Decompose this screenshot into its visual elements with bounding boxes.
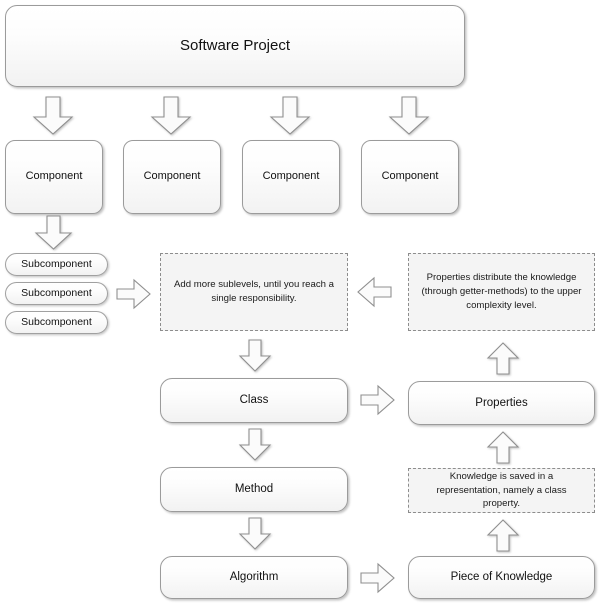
- properties-label: Properties: [475, 396, 528, 409]
- arrow-piece-to-note-knowledge: [486, 518, 520, 552]
- note-sublevels: Add more sublevels, until you reach a si…: [160, 253, 348, 331]
- arrow-properties-to-note: [486, 341, 520, 375]
- class-box[interactable]: Class: [160, 378, 348, 423]
- subcomponent-label-2: Subcomponent: [21, 286, 92, 299]
- software-project-box[interactable]: Software Project: [5, 5, 465, 87]
- piece-of-knowledge-label: Piece of Knowledge: [450, 571, 553, 584]
- subcomponent-pill-3[interactable]: Subcomponent: [5, 311, 108, 334]
- software-project-label: Software Project: [179, 36, 291, 54]
- note-sublevels-text: Add more sublevels, until you reach a si…: [174, 279, 334, 304]
- component-box-1[interactable]: Component: [5, 140, 103, 214]
- component-label-4: Component: [381, 170, 439, 183]
- arrow-method-to-algorithm: [238, 517, 272, 551]
- arrow-class-to-properties: [360, 384, 396, 416]
- class-label: Class: [239, 394, 269, 407]
- subcomponent-label-3: Subcomponent: [21, 315, 92, 328]
- component-box-4[interactable]: Component: [361, 140, 459, 214]
- algorithm-box[interactable]: Algorithm: [160, 556, 348, 599]
- method-box[interactable]: Method: [160, 467, 348, 512]
- properties-box[interactable]: Properties: [408, 381, 595, 425]
- arrow-algorithm-to-piece: [360, 562, 396, 594]
- note-properties-distribute: Properties distribute the knowledge (thr…: [408, 253, 595, 331]
- subcomponent-label-1: Subcomponent: [21, 257, 92, 270]
- component-box-3[interactable]: Component: [242, 140, 340, 214]
- arrow-component-to-subcomponents: [34, 215, 74, 251]
- component-label-1: Component: [25, 170, 83, 183]
- arrow-project-to-component-3: [268, 96, 312, 136]
- arrow-note-properties-to-note-sublevels: [356, 276, 392, 308]
- arrow-project-to-component-2: [149, 96, 193, 136]
- method-label: Method: [234, 483, 274, 496]
- note-properties-distribute-text: Properties distribute the knowledge (thr…: [421, 272, 582, 311]
- algorithm-label: Algorithm: [229, 571, 279, 584]
- arrow-subcomponents-to-note: [116, 278, 152, 310]
- subcomponent-pill-1[interactable]: Subcomponent: [5, 253, 108, 276]
- component-box-2[interactable]: Component: [123, 140, 221, 214]
- note-knowledge-saved: Knowledge is saved in a representation, …: [408, 468, 595, 513]
- component-label-2: Component: [143, 170, 201, 183]
- arrow-project-to-component-4: [387, 96, 431, 136]
- component-label-3: Component: [262, 170, 320, 183]
- arrow-project-to-component-1: [31, 96, 75, 136]
- note-knowledge-saved-text: Knowledge is saved in a representation, …: [436, 470, 567, 510]
- subcomponent-pill-2[interactable]: Subcomponent: [5, 282, 108, 305]
- arrow-note-sublevels-to-class: [238, 339, 272, 373]
- piece-of-knowledge-box[interactable]: Piece of Knowledge: [408, 556, 595, 599]
- arrow-note-knowledge-to-properties: [486, 430, 520, 464]
- arrow-class-to-method: [238, 428, 272, 462]
